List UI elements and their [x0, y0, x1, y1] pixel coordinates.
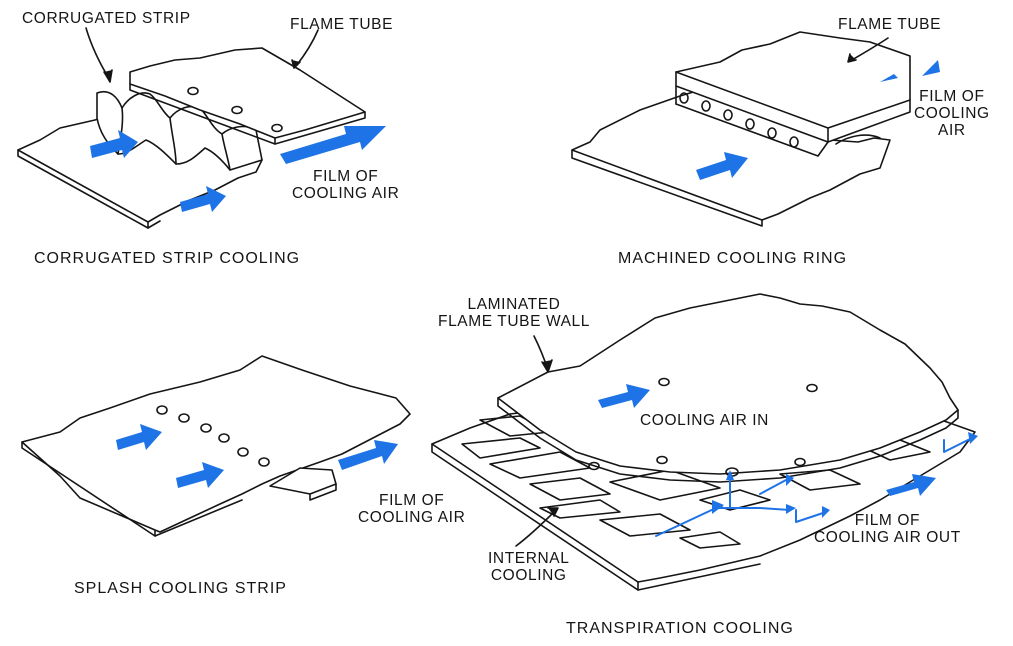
transpiration-hole-1 — [658, 377, 670, 387]
airflow-arrow-p1-b — [180, 186, 226, 212]
leader-flame-tube-1 — [295, 29, 319, 67]
splash-hole-2 — [178, 413, 190, 423]
airflow-arrow-p1-a — [90, 130, 138, 158]
splash-hole-6 — [258, 457, 270, 467]
label-film-of-cooling-air-splash: FILM OF COOLING AIR — [358, 492, 466, 526]
transpiration-hole-3 — [588, 461, 600, 471]
transpiration-hole-2 — [806, 383, 818, 393]
splash-strip — [269, 467, 337, 495]
caption-corrugated-strip-cooling: CORRUGATED STRIP COOLING — [34, 250, 301, 267]
cooling-hole-4 — [745, 118, 755, 130]
label-flame-tube-machined: FLAME TUBE — [838, 16, 942, 33]
label-flame-tube-corrugated: FLAME TUBE — [290, 16, 394, 33]
splash-plate — [21, 355, 411, 533]
transpiration-panel-drawing — [431, 293, 976, 591]
caption-splash-cooling-strip: SPLASH COOLING STRIP — [74, 580, 287, 597]
transpiration-upper-wall — [497, 293, 959, 475]
machined-panel-drawing — [571, 31, 911, 227]
airflow-arrows — [90, 60, 978, 518]
cooling-hole-6 — [789, 136, 799, 148]
airflow-arrow-p2-a — [696, 152, 748, 180]
caption-machined-cooling-ring: MACHINED COOLING RING — [618, 250, 848, 267]
leader-flame-tube-2 — [851, 37, 889, 61]
cooling-hole-5 — [767, 127, 777, 139]
leader-internal-cooling — [515, 509, 557, 547]
label-cooling-air-in: COOLING AIR IN — [640, 412, 769, 429]
airflow-arrow-p3-a — [116, 424, 162, 450]
label-internal-cooling: INTERNAL COOLING — [488, 550, 570, 584]
airflow-arrow-p1-c — [280, 126, 386, 164]
splash-hole-3 — [200, 423, 212, 433]
airflow-arrow-p4-a — [598, 384, 650, 408]
rivet-2 — [231, 105, 243, 115]
airflow-arrow-p3-b — [176, 462, 224, 488]
rivet-1 — [187, 86, 199, 96]
splash-hole-1 — [156, 405, 168, 415]
label-film-of-cooling-air-corrugated: FILM OF COOLING AIR — [292, 168, 400, 202]
transpiration-hole-5 — [794, 457, 806, 467]
cooling-hole-3 — [723, 109, 733, 121]
corrugated-base-plate — [17, 111, 263, 223]
cooling-hole-2 — [701, 100, 711, 112]
transpiration-hole-4 — [656, 455, 668, 465]
airflow-arrow-p3-c — [338, 440, 398, 470]
label-film-of-cooling-air-out: FILM OF COOLING AIR OUT — [814, 512, 961, 546]
cooling-hole-1 — [679, 92, 689, 104]
corrugated-panel-drawing — [17, 27, 366, 229]
airflow-arrow-p2-c — [922, 60, 940, 76]
airflow-arrow-p4-b — [886, 474, 936, 496]
label-corrugated-strip: CORRUGATED STRIP — [22, 10, 191, 27]
splash-hole-4 — [218, 433, 230, 443]
splash-hole-5 — [237, 447, 249, 457]
label-laminated-flame-tube-wall: LAMINATED FLAME TUBE WALL — [438, 296, 590, 330]
label-film-of-cooling-air-machined: FILM OF COOLING AIR — [914, 88, 990, 139]
airflow-arrow-p2-b — [880, 74, 898, 82]
splash-panel-drawing — [21, 355, 411, 537]
rivet-3 — [271, 123, 283, 133]
caption-transpiration-cooling: TRANSPIRATION COOLING — [566, 620, 794, 637]
